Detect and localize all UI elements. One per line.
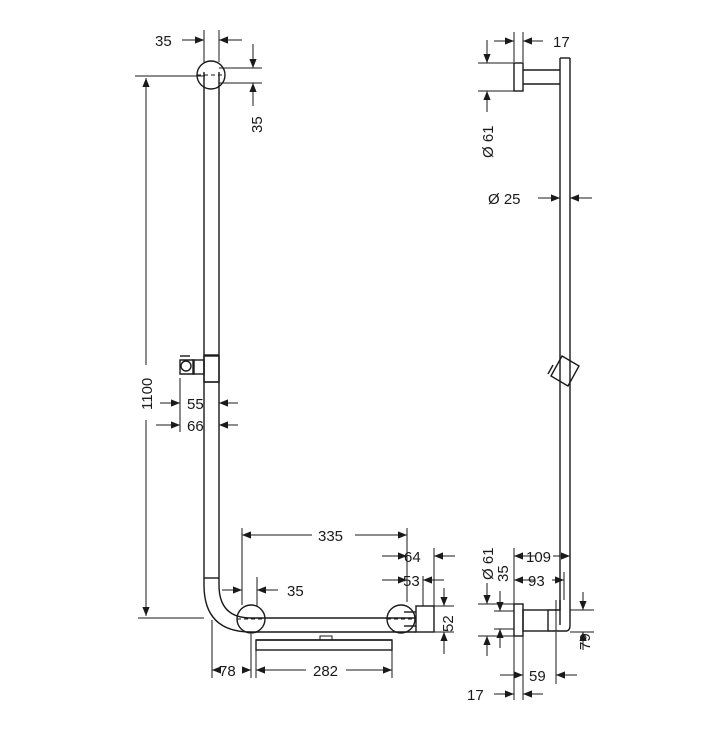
dim-height: 1100	[135, 75, 205, 616]
dim-64-label: 64	[404, 549, 421, 566]
dim-holder-66: 66	[156, 418, 238, 435]
dim-17-bottom: 17	[467, 636, 543, 704]
shelf	[255, 635, 393, 651]
dim-height-label: 1100	[139, 378, 156, 410]
top-wall-flange	[196, 60, 226, 90]
dim-dia-61-bottom-label: Ø 61	[480, 547, 497, 580]
dim-52-label: 52	[440, 615, 457, 632]
dim-holder-55-label: 55	[187, 396, 204, 413]
dim-17-top-label: 17	[553, 34, 570, 51]
dim-dia-61-bottom: Ø 61	[478, 547, 514, 656]
dim-93: 93	[514, 572, 565, 600]
dim-282-label: 282	[313, 663, 338, 680]
dim-dia-61-top: Ø 61	[478, 40, 514, 158]
dim-17-top: 17	[494, 32, 570, 62]
rail-elbow	[203, 584, 252, 633]
side-top-flange	[513, 62, 560, 92]
dim-35-side: 35	[494, 565, 514, 648]
dim-53-label: 53	[403, 573, 420, 590]
horizontal-rail	[251, 617, 416, 633]
dim-dia-25: Ø 25	[488, 191, 592, 208]
dim-top-vertical: 35	[219, 44, 266, 133]
dim-59: 59	[500, 632, 577, 700]
dim-35-inner: 35	[222, 577, 304, 606]
front-view: 35 35 1100 55 66	[135, 30, 457, 680]
vertical-rail	[203, 72, 220, 585]
dim-109: 109	[513, 548, 571, 625]
dim-17-bottom-label: 17	[467, 687, 484, 704]
dim-78-label: 78	[219, 663, 236, 680]
dim-64: 64	[382, 548, 455, 606]
dim-109-label: 109	[526, 549, 551, 566]
side-view: 17 Ø 61 Ø 25 Ø 61	[467, 32, 594, 704]
dim-79: 79	[570, 592, 594, 650]
dim-35-side-label: 35	[495, 565, 512, 582]
dim-53: 53	[382, 573, 444, 606]
dim-top-offset: 35	[155, 30, 242, 62]
left-bottom-flange	[236, 604, 266, 634]
side-bottom-bracket	[513, 600, 571, 637]
dim-top-offset-label: 35	[155, 33, 172, 50]
right-bottom-flange	[386, 604, 416, 634]
dim-93-label: 93	[528, 573, 545, 590]
dim-59-label: 59	[529, 668, 546, 685]
dim-width-335-label: 335	[318, 528, 343, 545]
shower-holder	[179, 355, 220, 383]
dim-top-vertical-label: 35	[249, 116, 266, 133]
dim-78: 78	[211, 620, 252, 680]
dim-holder-66-label: 66	[187, 418, 204, 435]
dim-width-335: 335	[241, 528, 408, 605]
dim-52: 52	[434, 588, 457, 654]
side-shower-holder	[547, 355, 580, 387]
dim-79-label: 79	[577, 633, 594, 650]
dim-dia-25-label: Ø 25	[488, 191, 521, 208]
side-vertical-rail	[559, 57, 571, 625]
right-end-cap	[404, 605, 435, 633]
dim-dia-61-top-label: Ø 61	[480, 125, 497, 158]
dim-282: 282	[255, 650, 393, 680]
dim-35-inner-label: 35	[287, 583, 304, 600]
